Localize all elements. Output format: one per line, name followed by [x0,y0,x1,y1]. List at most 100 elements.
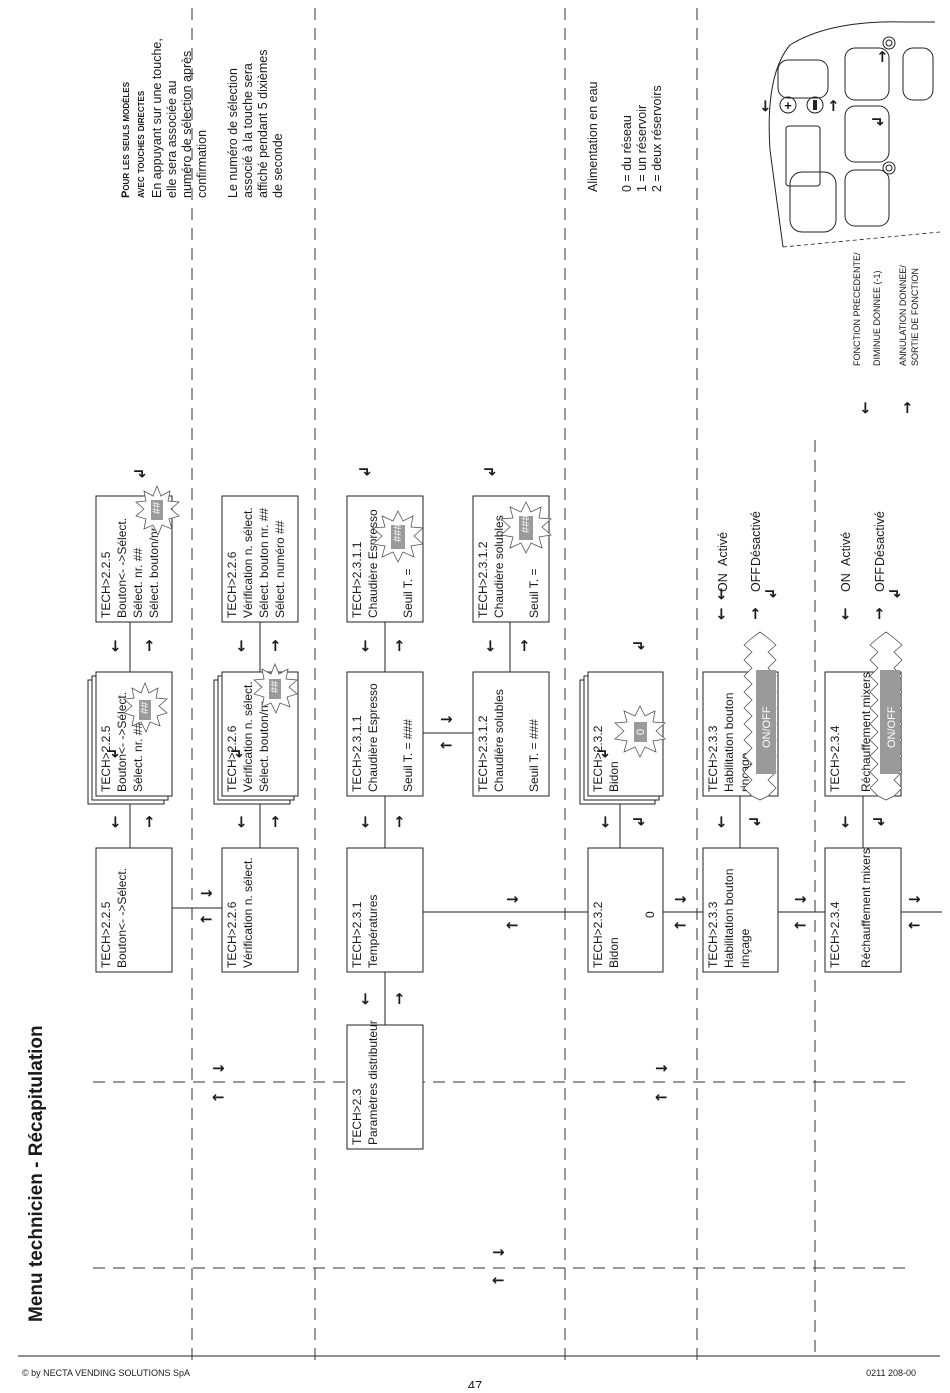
left-arrow-icon: ← [492,1271,505,1289]
blink-hash-2-2-5-detail: ## [135,484,180,536]
up-arrow-icon: ← [596,815,614,828]
svg-text:associé à la touche sera: associé à la touche sera [241,63,255,198]
svg-text:OFF: OFF [749,567,763,592]
blink-onoff-2-3-4: ON/OFF [869,631,903,801]
menu-box-2-2-5-stack: TECH>2.2.5 Bouton<- ->Sélect. Sélect. nr… [87,671,173,805]
svg-text:DIMINUE DONNEE (-1): DIMINUE DONNEE (-1) [872,270,882,366]
left-arrow-icon: ← [908,916,921,934]
up-arrow-icon: ← [232,639,250,652]
menu-box-2-3-2: TECH>2.3.2 Bidon 0 [587,847,664,973]
left-arrow-icon: ← [794,916,807,934]
left-arrow-icon: ← [506,916,519,934]
menu-box-2-2-5-detail: TECH>2.2.5 Bouton<- ->Sélect. Sélect. nr… [95,495,173,623]
down-arrow-icon: → [898,401,916,414]
svg-text:Températures: Températures [366,895,380,968]
svg-text:TECH>2.2.5: TECH>2.2.5 [99,725,113,792]
menu-box-2-2-5: TECH>2.2.5 Bouton<- ->Sélect. [95,847,173,973]
dashed-separators [93,8,905,1360]
down-arrow-icon: → [266,815,284,828]
svg-text:confirmation: confirmation [195,130,209,198]
svg-text:Désactivé: Désactivé [749,511,763,566]
svg-text:##: ## [139,701,151,714]
connector-lines [129,622,942,1025]
svg-text:1 = un réservoir: 1 = un réservoir [635,105,649,192]
svg-text:TECH>2.3.2: TECH>2.3.2 [591,901,605,968]
down-arrow-icon: → [266,639,284,652]
svg-text:TECH>2.2.5: TECH>2.2.5 [99,901,113,968]
right-arrow-icon: → [655,1059,668,1077]
left-arrow-icon: ← [200,910,213,928]
svg-text:elle sera associée au: elle sera associée au [165,81,179,198]
blink-onoff-2-3-3: ON/OFF [743,631,777,801]
svg-text:Chaudière solubles: Chaudière solubles [492,689,506,792]
svg-text:Habilitation bouton: Habilitation bouton [722,693,736,792]
left-arrow-icon: ← [212,1088,225,1106]
svg-text:Sélect. nr. ##: Sélect. nr. ## [131,548,145,618]
onoff-2-3-4: ON Activé OFF Désactivé [839,511,887,592]
footer-copyright: © by NECTA VENDING SOLUTIONS SpA [22,1368,190,1378]
keypad-illustration: + ← → ↲ → [756,21,941,248]
svg-text:Chaudière solubles: Chaudière solubles [492,515,506,618]
menu-box-2-2-6-detail: TECH>2.2.6 Vérification n. sélect. Sélec… [221,495,299,623]
svg-text:Réchauffement mixers: Réchauffement mixers [859,848,873,968]
svg-text:de seconde: de seconde [271,133,285,198]
menu-box-2-2-6: TECH>2.2.6 Vérification n. sélect. [221,847,299,973]
menu-box-2-3: TECH>2.3 Paramètres distributeur [346,1020,424,1150]
svg-text:ON: ON [839,573,853,592]
svg-text:Sélect. bouton/nr.: Sélect. bouton/nr. [147,525,161,618]
up-arrow-icon: ← [712,607,730,620]
left-arrow-icon: ← [655,1088,668,1106]
svg-text:0: 0 [635,729,647,735]
svg-text:TECH>2.2.5: TECH>2.2.5 [99,551,113,618]
svg-text:###: ### [392,523,404,542]
enter-arrow-icon: ↲ [870,815,888,828]
down-arrow-icon: → [515,639,533,652]
svg-text:Seuil T. = ###: Seuil T. = ### [527,719,541,792]
up-arrow-icon: ← [481,639,499,652]
svg-text:TECH>2.3.4: TECH>2.3.4 [828,725,842,792]
down-arrow-icon: → [390,992,408,1005]
svg-text:TECH>2.3: TECH>2.3 [350,1088,364,1145]
enter-arrow-icon: ↲ [762,587,780,600]
svg-text:Désactivé: Désactivé [873,511,887,566]
menu-box-2-3-2-stack: TECH>2.3.2 Bidon [579,671,664,805]
enter-arrow-icon: ↲ [630,639,648,652]
enter-arrow-icon: ↲ [481,465,499,478]
left-arrow-icon: ← [674,916,687,934]
svg-text:TECH>2.3.3: TECH>2.3.3 [706,725,720,792]
page-number: 47 [468,1378,482,1388]
menu-box-2-3-1-2: TECH>2.3.1.2 Chaudière solubles Seuil T.… [472,671,550,797]
svg-text:Sélect. numéro ##: Sélect. numéro ## [273,520,287,618]
svg-text:TECH>2.3.3: TECH>2.3.3 [706,901,720,968]
blink-hash-2-2-5-stack: ## [123,681,168,733]
menu-box-2-3-1: TECH>2.3.1 Températures [346,847,424,973]
right-arrow-icon: → [200,884,213,902]
svg-text:affiché pendant 5 dixièmes: affiché pendant 5 dixièmes [256,50,270,198]
svg-text:Activé: Activé [716,532,730,566]
left-arrow-icon: ← [856,401,874,414]
svg-text:TECH>2.3.1.1: TECH>2.3.1.1 [350,541,364,618]
svg-text:+: + [784,98,792,113]
legend: FONCTION PRECEDENTE/ DIMINUE DONNEE (-1)… [852,252,920,366]
svg-text:Sélect. bouton/nr. ##: Sélect. bouton/nr. ## [257,682,271,792]
svg-text:En appuyant sur une touche,: En appuyant sur une touche, [150,38,164,198]
svg-text:rinçage: rinçage [738,928,752,968]
page-title: Menu technicien - Récapitulation [26,1025,47,1322]
blink-hash-2-3-1-1: ### [372,510,424,563]
right-arrow-icon: → [824,99,842,112]
svg-text:###: ### [520,514,532,533]
svg-text:←: ← [712,587,730,600]
svg-text:TECH>2.3.2: TECH>2.3.2 [591,725,605,792]
minus-key-icon [806,96,824,114]
svg-text:TECH>2.3.1.2: TECH>2.3.1.2 [476,541,490,618]
nav-arrows: ↲ ← → ← → ↲ ↲ ← → ← → → ← ← → ← → ← → ↲ … [104,401,921,1289]
svg-text:TECH>2.3.1.2: TECH>2.3.1.2 [476,715,490,792]
svg-text:Activé: Activé [839,532,853,566]
enter-arrow-icon: ↲ [356,465,374,478]
up-arrow-icon: ← [106,815,124,828]
svg-text:Sélect. nr. ##: Sélect. nr. ## [131,722,145,792]
left-arrow-icon: ← [440,736,453,754]
up-arrow-icon: ← [356,815,374,828]
svg-text:Paramètres distributeur: Paramètres distributeur [366,1020,380,1145]
